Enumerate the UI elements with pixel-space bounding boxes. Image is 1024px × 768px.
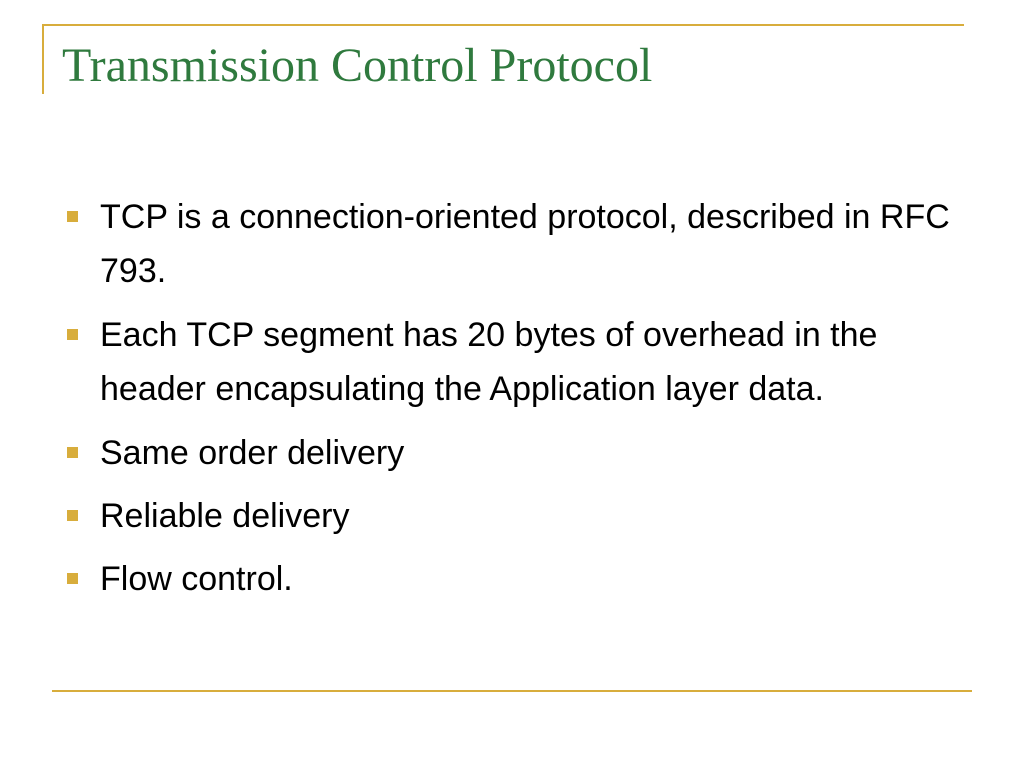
- square-bullet-icon: [67, 573, 78, 585]
- bullet-text: TCP is a connection-oriented protocol, d…: [100, 198, 950, 291]
- frame-bottom-rule: [52, 690, 972, 692]
- square-bullet-icon: [67, 211, 78, 222]
- square-bullet-icon: [67, 446, 78, 458]
- slide-title: Transmission Control Protocol: [62, 39, 653, 92]
- square-bullet-icon: [67, 328, 78, 340]
- bullet-text: Reliable delivery: [100, 496, 350, 535]
- bullet-item: TCP is a connection-oriented protocol, d…: [62, 190, 972, 299]
- bullet-item: Reliable delivery: [62, 489, 972, 543]
- frame-top-rule: [42, 24, 964, 26]
- bullet-text: Each TCP segment has 20 bytes of overhea…: [100, 315, 878, 409]
- bullet-item: Flow control.: [62, 552, 972, 606]
- bullet-item: Same order delivery: [62, 426, 972, 480]
- square-bullet-icon: [67, 509, 78, 521]
- bullet-text: Flow control.: [100, 560, 293, 599]
- bullet-item: Each TCP segment has 20 bytes of overhea…: [62, 308, 972, 417]
- frame-left-rule: [42, 24, 44, 94]
- bullet-list: TCP is a connection-oriented protocol, d…: [62, 190, 972, 616]
- bullet-text: Same order delivery: [100, 433, 405, 472]
